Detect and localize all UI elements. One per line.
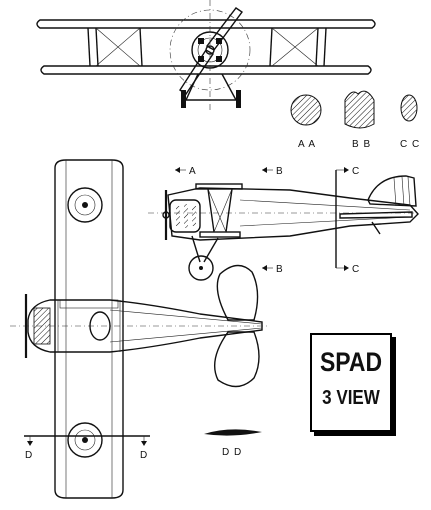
marker-b-top: B	[276, 166, 284, 177]
title-three-view: 3 VIEW	[322, 387, 380, 409]
side-view	[148, 175, 420, 281]
marker-b-bottom: B	[276, 264, 284, 275]
section-bb: B B	[344, 90, 375, 150]
cut-markers: A B B C C	[175, 166, 360, 275]
marker-c-bottom: C	[352, 264, 360, 275]
marker-d-left: D	[25, 450, 33, 461]
title-box: SPAD 3 VIEW	[310, 333, 392, 432]
front-view	[36, 0, 376, 112]
title-spad: SPAD	[319, 347, 383, 377]
section-bb-label: B B	[352, 139, 371, 150]
d-cut-markers: D D	[24, 435, 150, 461]
marker-a: A	[189, 166, 197, 177]
section-cc: C C	[400, 94, 420, 150]
section-aa: A A	[290, 94, 322, 150]
marker-c-top: C	[352, 166, 360, 177]
marker-d-right: D	[140, 450, 148, 461]
section-dd-label: D D	[222, 447, 242, 458]
section-dd: D D	[204, 429, 262, 458]
section-cc-label: C C	[400, 139, 420, 150]
section-aa-label: A A	[298, 139, 316, 150]
plan-view	[10, 159, 270, 499]
